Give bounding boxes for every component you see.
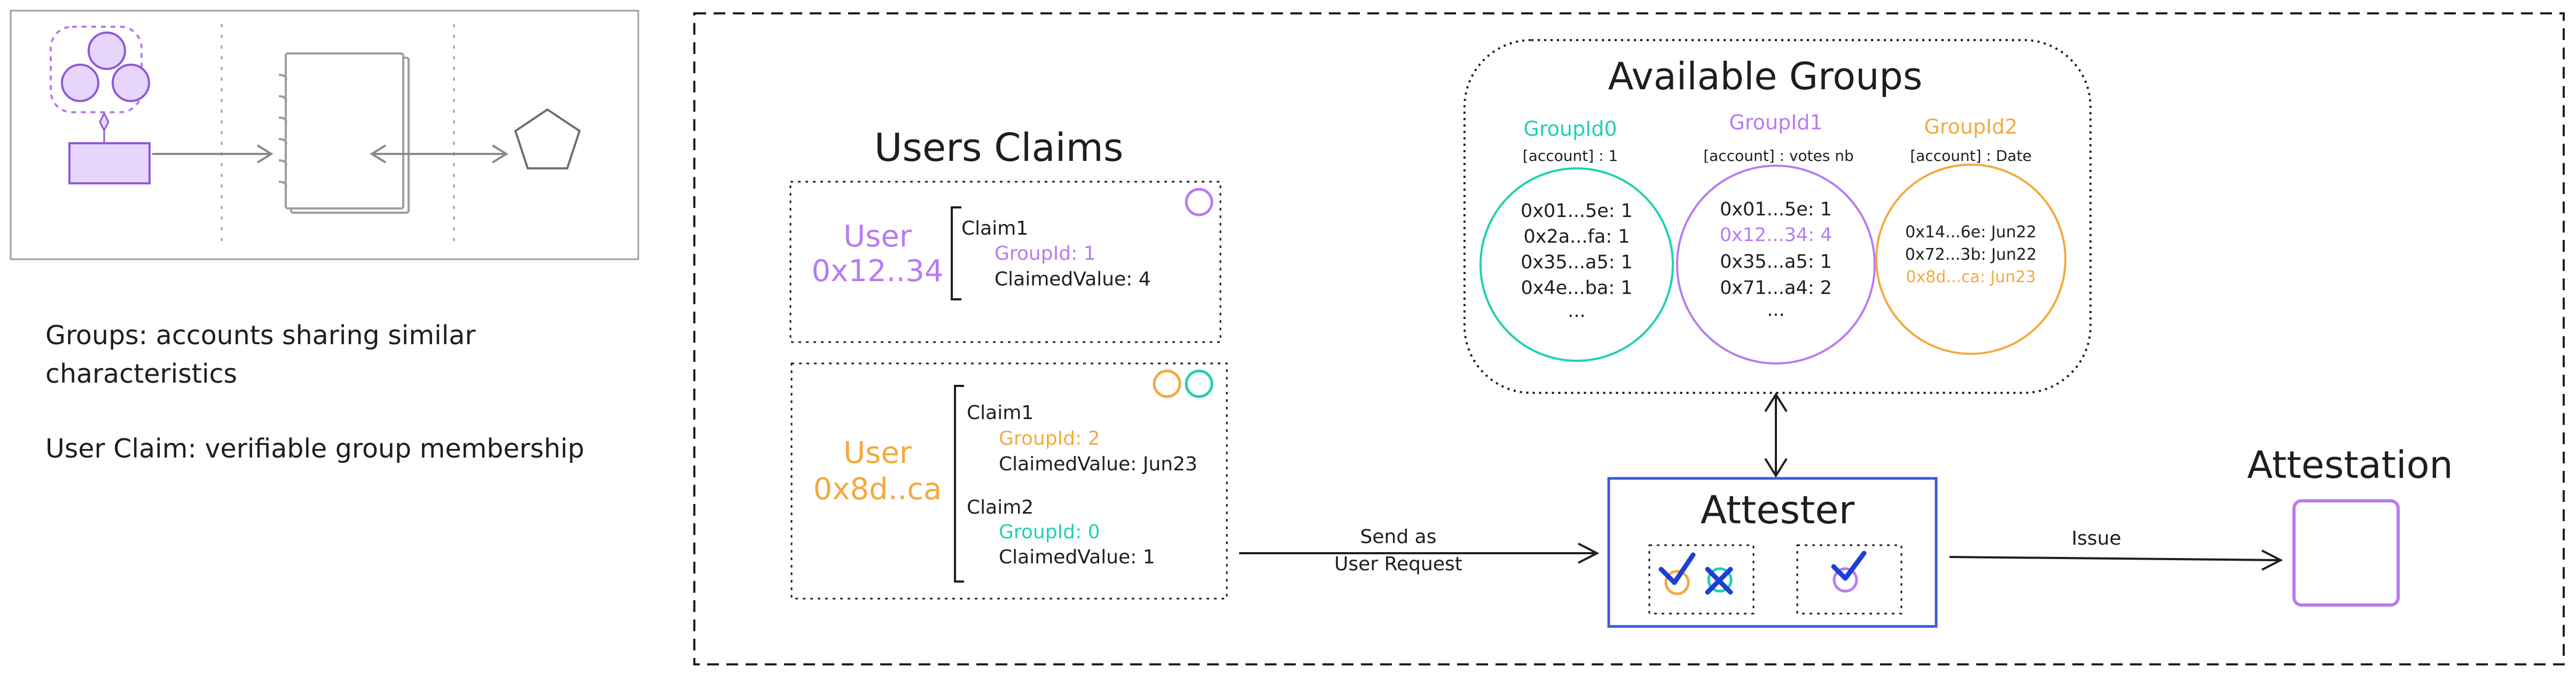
attester-box bbox=[1607, 477, 1938, 628]
group1-entry: 0x35...a5: 1 bbox=[1720, 251, 1832, 273]
user1-claim1-value: ClaimedValue: 4 bbox=[995, 268, 1151, 290]
group0-schema: [account] : 1 bbox=[1522, 147, 1618, 165]
group2-schema: [account] : Date bbox=[1910, 147, 2032, 165]
thumbnail-arrow-2 bbox=[370, 144, 508, 164]
user2-group-marker-teal bbox=[1185, 369, 1213, 398]
checkmark-purple-circle-icon bbox=[1831, 551, 1867, 593]
attestation-document bbox=[2292, 499, 2400, 607]
main-dashed-frame bbox=[693, 12, 2565, 665]
user2-claim-box bbox=[790, 362, 1228, 600]
group2-entry: 0x14...6e: Jun22 bbox=[1905, 223, 2037, 242]
user1-claim1-name: Claim1 bbox=[961, 218, 1029, 239]
group0-circle bbox=[1479, 167, 1674, 362]
send-request-label-line1: Send as bbox=[1360, 526, 1437, 548]
overview-thumbnail bbox=[10, 10, 639, 260]
group0-entry: 0x35...a5: 1 bbox=[1521, 252, 1633, 273]
user1-label: User bbox=[843, 219, 912, 254]
group2-circle bbox=[1875, 164, 2066, 355]
user1-group-marker-purple bbox=[1185, 188, 1213, 216]
group0-entry: 0x4e...ba: 1 bbox=[1521, 277, 1633, 299]
group0-id: GroupId0 bbox=[1523, 117, 1617, 141]
user2-claim1-name: Claim1 bbox=[967, 402, 1034, 424]
user2-claim-bracket bbox=[954, 385, 964, 583]
group1-entry: 0x01...5e: 1 bbox=[1720, 199, 1832, 220]
user2-claim1-value: ClaimedValue: Jun23 bbox=[999, 453, 1197, 475]
user1-address: 0x12..34 bbox=[811, 254, 944, 289]
user2-claim2-name: Claim2 bbox=[967, 497, 1034, 518]
group2-entry-highlighted: 0x8d...ca: Jun23 bbox=[1906, 268, 2036, 286]
group2-entry: 0x72...3b: Jun22 bbox=[1905, 245, 2037, 264]
available-groups-frame bbox=[1463, 39, 2092, 394]
group1-schema: [account] : votes nb bbox=[1703, 147, 1854, 165]
groups-cluster-icon bbox=[50, 26, 150, 113]
user2-claim1-group: GroupId: 2 bbox=[999, 428, 1100, 450]
user1-claim-box bbox=[789, 181, 1222, 343]
legend-groups-line2: characteristics bbox=[45, 359, 238, 389]
legend-user-claim: User Claim: verifiable group membership bbox=[45, 433, 584, 464]
group2-id: GroupId2 bbox=[1924, 115, 2018, 138]
group0-entry: 0x01...5e: 1 bbox=[1521, 200, 1633, 222]
issue-label: Issue bbox=[2071, 528, 2121, 549]
thumbnail-arrow-1 bbox=[152, 144, 273, 164]
user2-claim2-value: ClaimedValue: 1 bbox=[999, 546, 1155, 568]
attester-title: Attester bbox=[1700, 487, 1855, 532]
groups-attester-double-arrow bbox=[1764, 392, 1788, 478]
users-claims-title: Users Claims bbox=[874, 125, 1124, 170]
user2-label: User bbox=[843, 436, 912, 470]
send-request-arrow bbox=[1239, 543, 1600, 564]
issue-arrow bbox=[1949, 549, 2283, 571]
group1-entry-ellipsis: ... bbox=[1767, 299, 1785, 321]
send-request-label-line2: User Request bbox=[1334, 553, 1462, 575]
group0-entry: 0x2a...fa: 1 bbox=[1523, 226, 1630, 247]
group1-id: GroupId1 bbox=[1729, 111, 1823, 134]
pentagon-icon bbox=[514, 108, 581, 169]
user1-claim-bracket bbox=[951, 206, 961, 300]
group1-circle bbox=[1676, 165, 1876, 365]
group0-entry-ellipsis: ... bbox=[1568, 300, 1586, 322]
cross-teal-circle-icon bbox=[1705, 567, 1733, 595]
user1-claim1-group: GroupId: 1 bbox=[995, 243, 1096, 265]
available-groups-title: Available Groups bbox=[1608, 55, 1923, 98]
attester-check-box-1 bbox=[1648, 544, 1755, 615]
user2-claim2-group: GroupId: 0 bbox=[999, 521, 1100, 543]
thumbnail-frame bbox=[10, 10, 639, 260]
legend-groups-line1: Groups: accounts sharing similar bbox=[45, 320, 476, 351]
checkmark-orange-circle-icon bbox=[1658, 552, 1696, 595]
attester-check-box-2 bbox=[1796, 544, 1902, 615]
attestation-title: Attestation bbox=[2247, 443, 2453, 487]
group1-entry-highlighted: 0x12...34: 4 bbox=[1719, 224, 1833, 246]
notebook-icon bbox=[278, 52, 410, 214]
user2-address: 0x8d..ca bbox=[813, 472, 942, 507]
diamond-connector-icon bbox=[99, 111, 109, 143]
claim-box-icon bbox=[68, 142, 151, 184]
user2-group-marker-orange bbox=[1153, 369, 1181, 398]
group1-entry: 0x71...a4: 2 bbox=[1720, 277, 1832, 299]
